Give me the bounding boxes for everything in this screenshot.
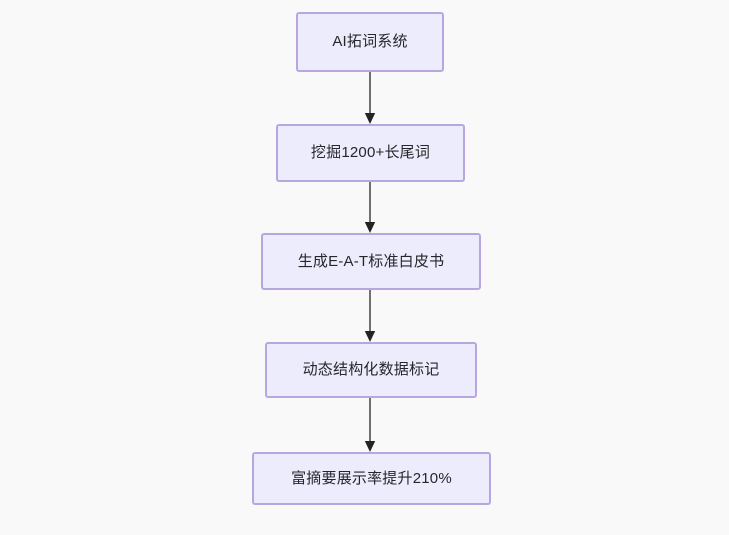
flow-node-label: 动态结构化数据标记 <box>302 361 440 378</box>
flow-node-label: 富摘要展示率提升210% <box>291 469 452 487</box>
connector-node4-to-node5 <box>363 398 377 452</box>
flow-node-label: 生成E-A-T标准白皮书 <box>297 252 445 270</box>
flow-node-label: 挖掘1200+长尾词 <box>310 144 431 161</box>
flow-node-label: AI拓词系统 <box>332 33 408 50</box>
flow-node-mine-longtail-keywords[interactable]: 挖掘1200+长尾词 <box>276 124 465 182</box>
flow-node-rich-snippet-impression-lift[interactable]: 富摘要展示率提升210% <box>252 452 491 505</box>
connector-node2-to-node3 <box>363 182 377 233</box>
connector-node1-to-node2 <box>363 72 377 124</box>
flow-node-dynamic-structured-data-markup[interactable]: 动态结构化数据标记 <box>265 342 477 398</box>
flow-node-generate-eat-whitepaper[interactable]: 生成E-A-T标准白皮书 <box>261 233 481 290</box>
flow-node-ai-keyword-system[interactable]: AI拓词系统 <box>296 12 444 72</box>
connector-node3-to-node4 <box>363 290 377 342</box>
